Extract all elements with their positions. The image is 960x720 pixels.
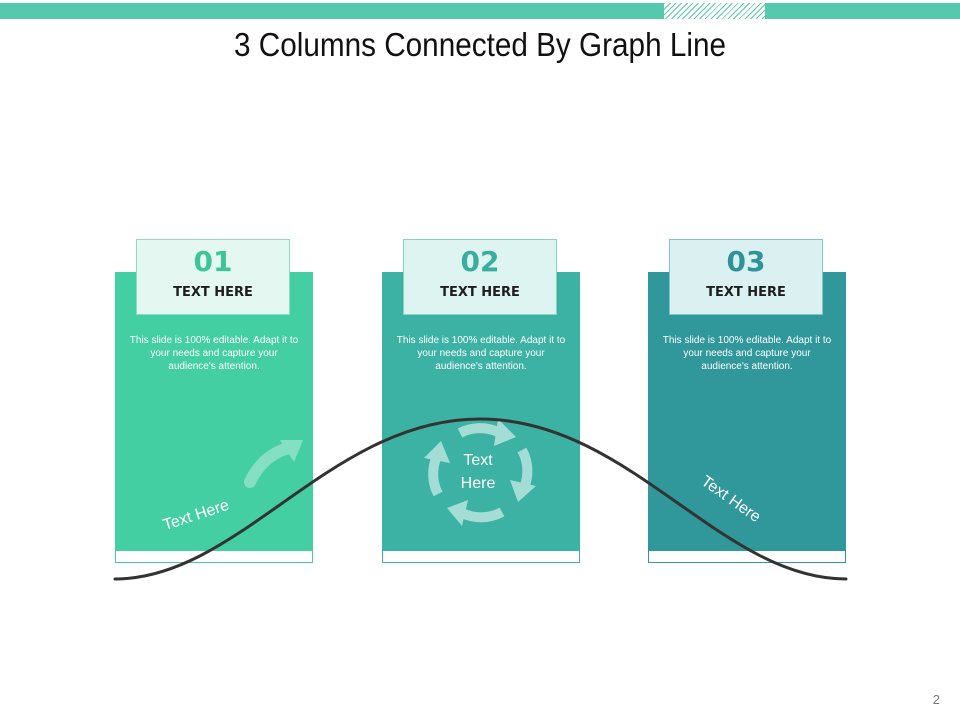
curve-label-center-line-2: Here (461, 475, 496, 492)
slide-title: 3 Columns Connected By Graph Line (234, 26, 726, 63)
curve-label-right: Text Here (698, 473, 764, 526)
column-2-body (382, 272, 580, 551)
page-number: 2 (932, 692, 940, 707)
cycle-arrows-icon (428, 423, 533, 523)
column-1-heading: TEXT HERE (173, 285, 253, 300)
column-1-description: This slide is 100% editable. Adapt it to… (129, 335, 299, 372)
curve-label-center-line-1: Text (463, 452, 493, 469)
accent-bar-right (765, 3, 960, 19)
column-2: This slide is 100% editable. Adapt it to… (382, 272, 580, 564)
column-2-footer (382, 551, 580, 563)
column-3-footer (648, 551, 846, 563)
curved-arrow-icon (244, 440, 303, 488)
column-1-number: 01 (193, 245, 233, 278)
column-3-number: 03 (726, 245, 766, 278)
column-1-header: 01 TEXT HERE (136, 239, 290, 315)
cycle-arrowheads (424, 419, 536, 526)
column-3-header: 03 TEXT HERE (669, 239, 823, 315)
column-3-heading: TEXT HERE (706, 285, 786, 300)
graph-line (113, 417, 848, 581)
accent-bar-hatch (664, 3, 765, 19)
accent-bar-left (0, 3, 664, 19)
column-2-heading: TEXT HERE (440, 285, 520, 300)
column-1-footer (115, 551, 313, 563)
curve-label-left: Text Here (161, 497, 231, 534)
column-2-number: 02 (460, 245, 500, 278)
top-accent-bar (0, 3, 960, 19)
column-3: This slide is 100% editable. Adapt it to… (648, 272, 846, 564)
column-2-header: 02 TEXT HERE (403, 239, 557, 315)
column-3-description: This slide is 100% editable. Adapt it to… (662, 335, 832, 372)
column-2-description: This slide is 100% editable. Adapt it to… (396, 335, 566, 372)
